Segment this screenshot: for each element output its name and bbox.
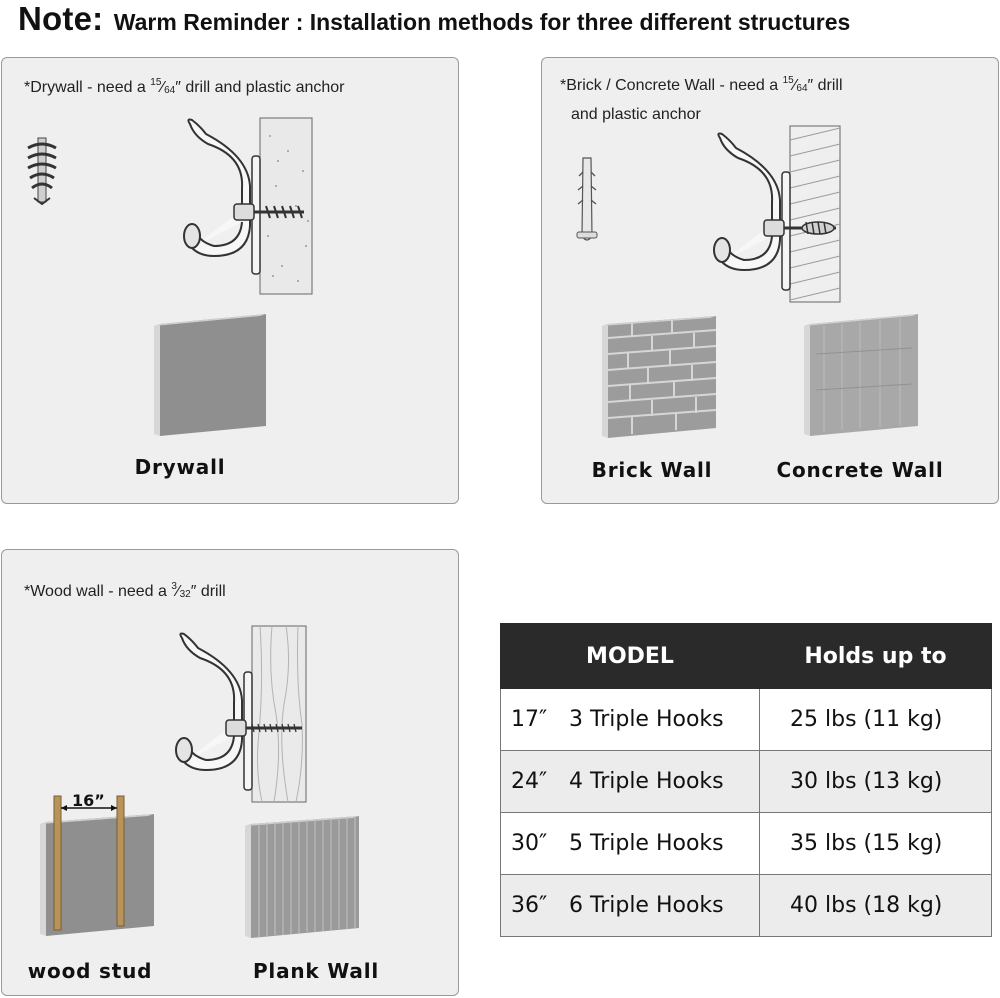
holds-cell: 35 lbs (15 kg)	[759, 812, 992, 875]
holds-cell: 25 lbs (11 kg)	[759, 688, 992, 751]
drywall-caption: Drywall	[134, 455, 226, 479]
holds-cell: 40 lbs (18 kg)	[759, 874, 992, 937]
wood-hook-illustration	[175, 625, 307, 803]
table-row: 36″6 Triple Hooks 40 lbs (18 kg)	[500, 874, 992, 937]
wood-stud-icon	[40, 795, 154, 936]
model-cell: 36″6 Triple Hooks	[500, 874, 760, 937]
drywall-panel: *Drywall - need a 15⁄64″ drill and plast…	[1, 57, 459, 504]
drywall-board-icon	[154, 314, 266, 436]
brick-concrete-note: *Brick / Concrete Wall - need a 15⁄64″ d…	[560, 75, 843, 123]
drywall-hook-illustration	[183, 117, 313, 295]
header-holds: Holds up to	[759, 623, 992, 689]
plank-wall-caption: Plank Wall	[252, 959, 380, 983]
title-subtitle: Warm Reminder : Installation methods for…	[113, 9, 851, 35]
table-row: 17″3 Triple Hooks 25 lbs (11 kg)	[500, 688, 992, 751]
concrete-wall-caption: Concrete Wall	[776, 458, 944, 482]
model-capacity-table: MODEL Holds up to 17″3 Triple Hooks 25 l…	[500, 623, 992, 937]
brick-wall-caption: Brick Wall	[591, 458, 713, 482]
table-row: 30″5 Triple Hooks 35 lbs (15 kg)	[500, 812, 992, 875]
drywall-note: *Drywall - need a 15⁄64″ drill and plast…	[24, 77, 345, 96]
stud-spacing-label: 16”	[72, 791, 105, 810]
table-header-row: MODEL Holds up to	[500, 623, 992, 689]
wood-note: *Wood wall - need a 3⁄32″ drill	[24, 581, 226, 600]
drywall-anchor-icon	[27, 137, 57, 206]
wood-panel: *Wood wall - need a 3⁄32″ drill 16”	[1, 549, 459, 996]
concrete-wall-icon	[804, 314, 918, 436]
header-model: MODEL	[500, 623, 760, 689]
brick-concrete-panel: *Brick / Concrete Wall - need a 15⁄64″ d…	[541, 57, 999, 504]
plastic-anchor-icon	[576, 157, 598, 241]
brick-hook-illustration	[713, 125, 841, 303]
plank-wall-icon	[245, 816, 359, 938]
holds-cell: 30 lbs (13 kg)	[759, 750, 992, 813]
model-cell: 17″3 Triple Hooks	[500, 688, 760, 751]
model-cell: 30″5 Triple Hooks	[500, 812, 760, 875]
model-cell: 24″4 Triple Hooks	[500, 750, 760, 813]
brick-wall-icon	[602, 316, 717, 438]
table-row: 24″4 Triple Hooks 30 lbs (13 kg)	[500, 750, 992, 813]
title-note: Note:	[18, 0, 104, 37]
wood-stud-caption: wood stud	[27, 959, 153, 983]
page-title: Note: Warm Reminder : Installation metho…	[18, 0, 998, 40]
